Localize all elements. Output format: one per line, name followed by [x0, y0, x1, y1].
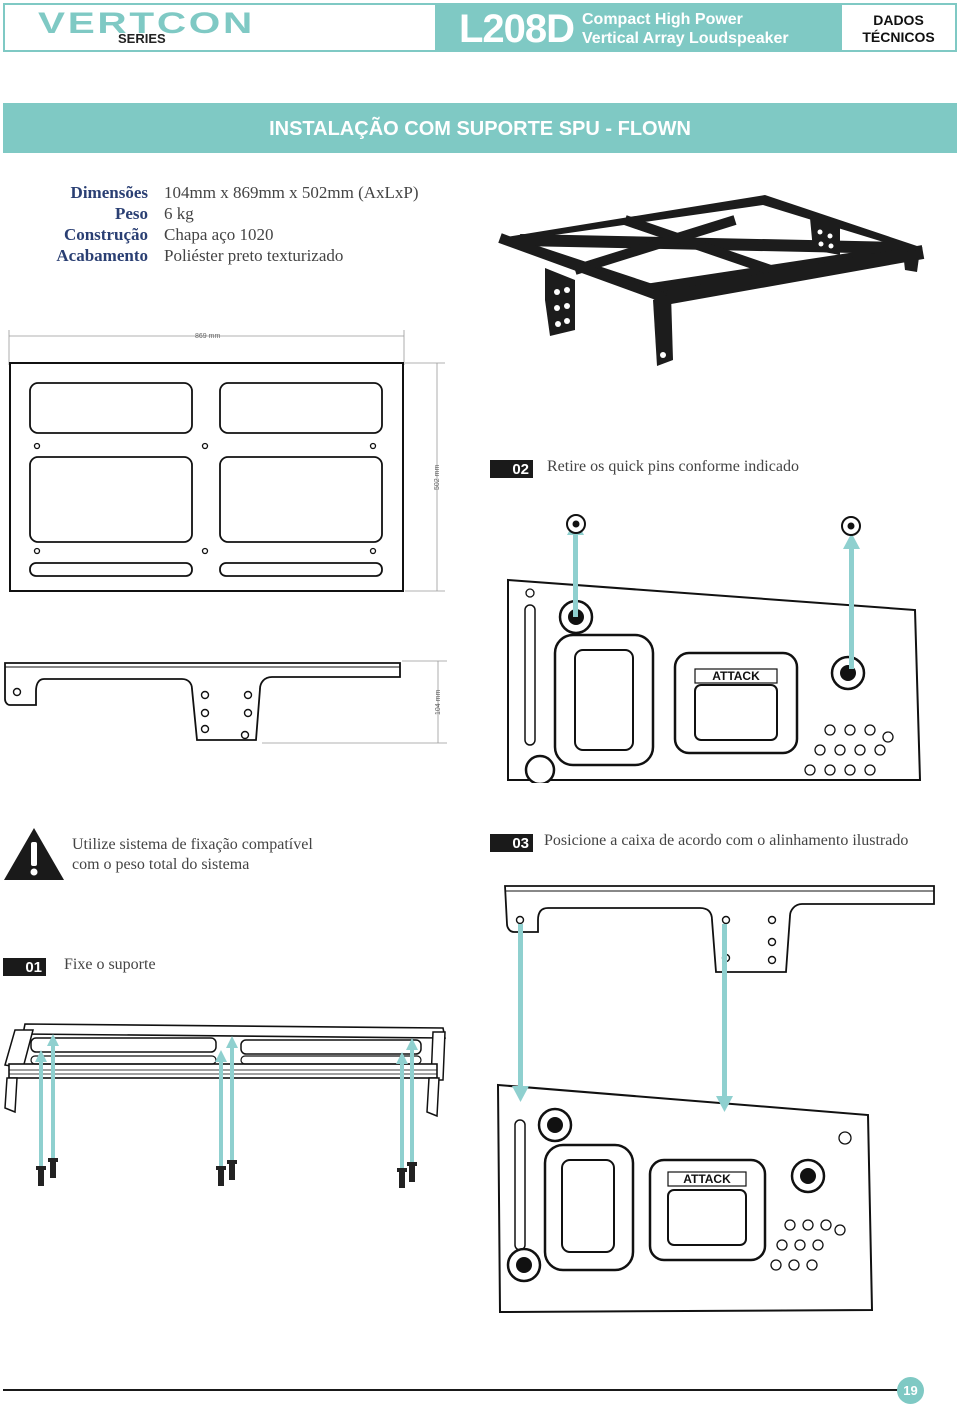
spec-label-dimensions: Dimensões — [70, 183, 148, 202]
step-02-illustration: ATTACK — [507, 514, 922, 783]
model-subtitle-2: Vertical Array Loudspeaker — [582, 30, 789, 47]
page-number-badge: 19 — [897, 1377, 924, 1404]
header-model-block: L208D Compact High Power Vertical Array … — [437, 3, 840, 52]
width-dimension-label: 869 mm — [195, 333, 220, 340]
spec-label-construction: Construção — [63, 225, 148, 244]
section-title-1: DADOS — [873, 12, 924, 28]
warning-icon — [4, 828, 64, 880]
spec-label-weight: Peso — [114, 204, 148, 223]
depth-dimension-label: 502 mm — [434, 465, 441, 490]
footer-rule — [3, 1389, 903, 1391]
step-number-02: 02 — [490, 460, 533, 478]
spec-value-dimensions: 104mm x 869mm x 502mm (AxLxP) — [164, 183, 419, 202]
device-brand-label-2: ATTACK — [683, 1172, 731, 1186]
step-number-03: 03 — [490, 834, 533, 852]
step-text-02: Retire os quick pins conforme indicado — [547, 458, 799, 475]
header-section-box — [840, 3, 957, 52]
section-title-2: TÉCNICOS — [862, 29, 935, 45]
warning-text-line-1: Utilize sistema de fixação compatível — [72, 836, 313, 853]
spec-value-weight: 6 kg — [164, 204, 194, 223]
step-03-illustration: ATTACK — [496, 885, 935, 1314]
bracket-top-view-drawing: 869 mm 502 mm — [8, 330, 445, 592]
step-text-03: Posicione a caixa de acordo com o alinha… — [544, 832, 909, 849]
step-number-01: 01 — [3, 958, 46, 976]
header-brand-box — [3, 3, 437, 52]
height-dimension-label: 104 mm — [435, 690, 442, 715]
model-name: L208D — [459, 7, 575, 51]
device-brand-label: ATTACK — [712, 669, 760, 683]
bracket-3d-image — [498, 195, 925, 366]
spec-value-construction: Chapa aço 1020 — [164, 225, 274, 244]
spec-label-finish: Acabamento — [56, 246, 148, 265]
brand-logo: VERTCON — [38, 7, 255, 40]
step-text-01: Fixe o suporte — [64, 956, 156, 973]
warning-text-line-2: com o peso total do sistema — [72, 856, 250, 873]
page-title-banner: INSTALAÇÃO COM SUPORTE SPU - FLOWN — [3, 103, 957, 153]
step-01-illustration — [4, 1023, 446, 1188]
brand-series: SERIES — [118, 31, 166, 46]
bracket-side-view-drawing: 104 mm — [4, 660, 447, 744]
spec-value-finish: Poliéster preto texturizado — [164, 246, 344, 265]
model-subtitle-1: Compact High Power — [582, 11, 743, 28]
